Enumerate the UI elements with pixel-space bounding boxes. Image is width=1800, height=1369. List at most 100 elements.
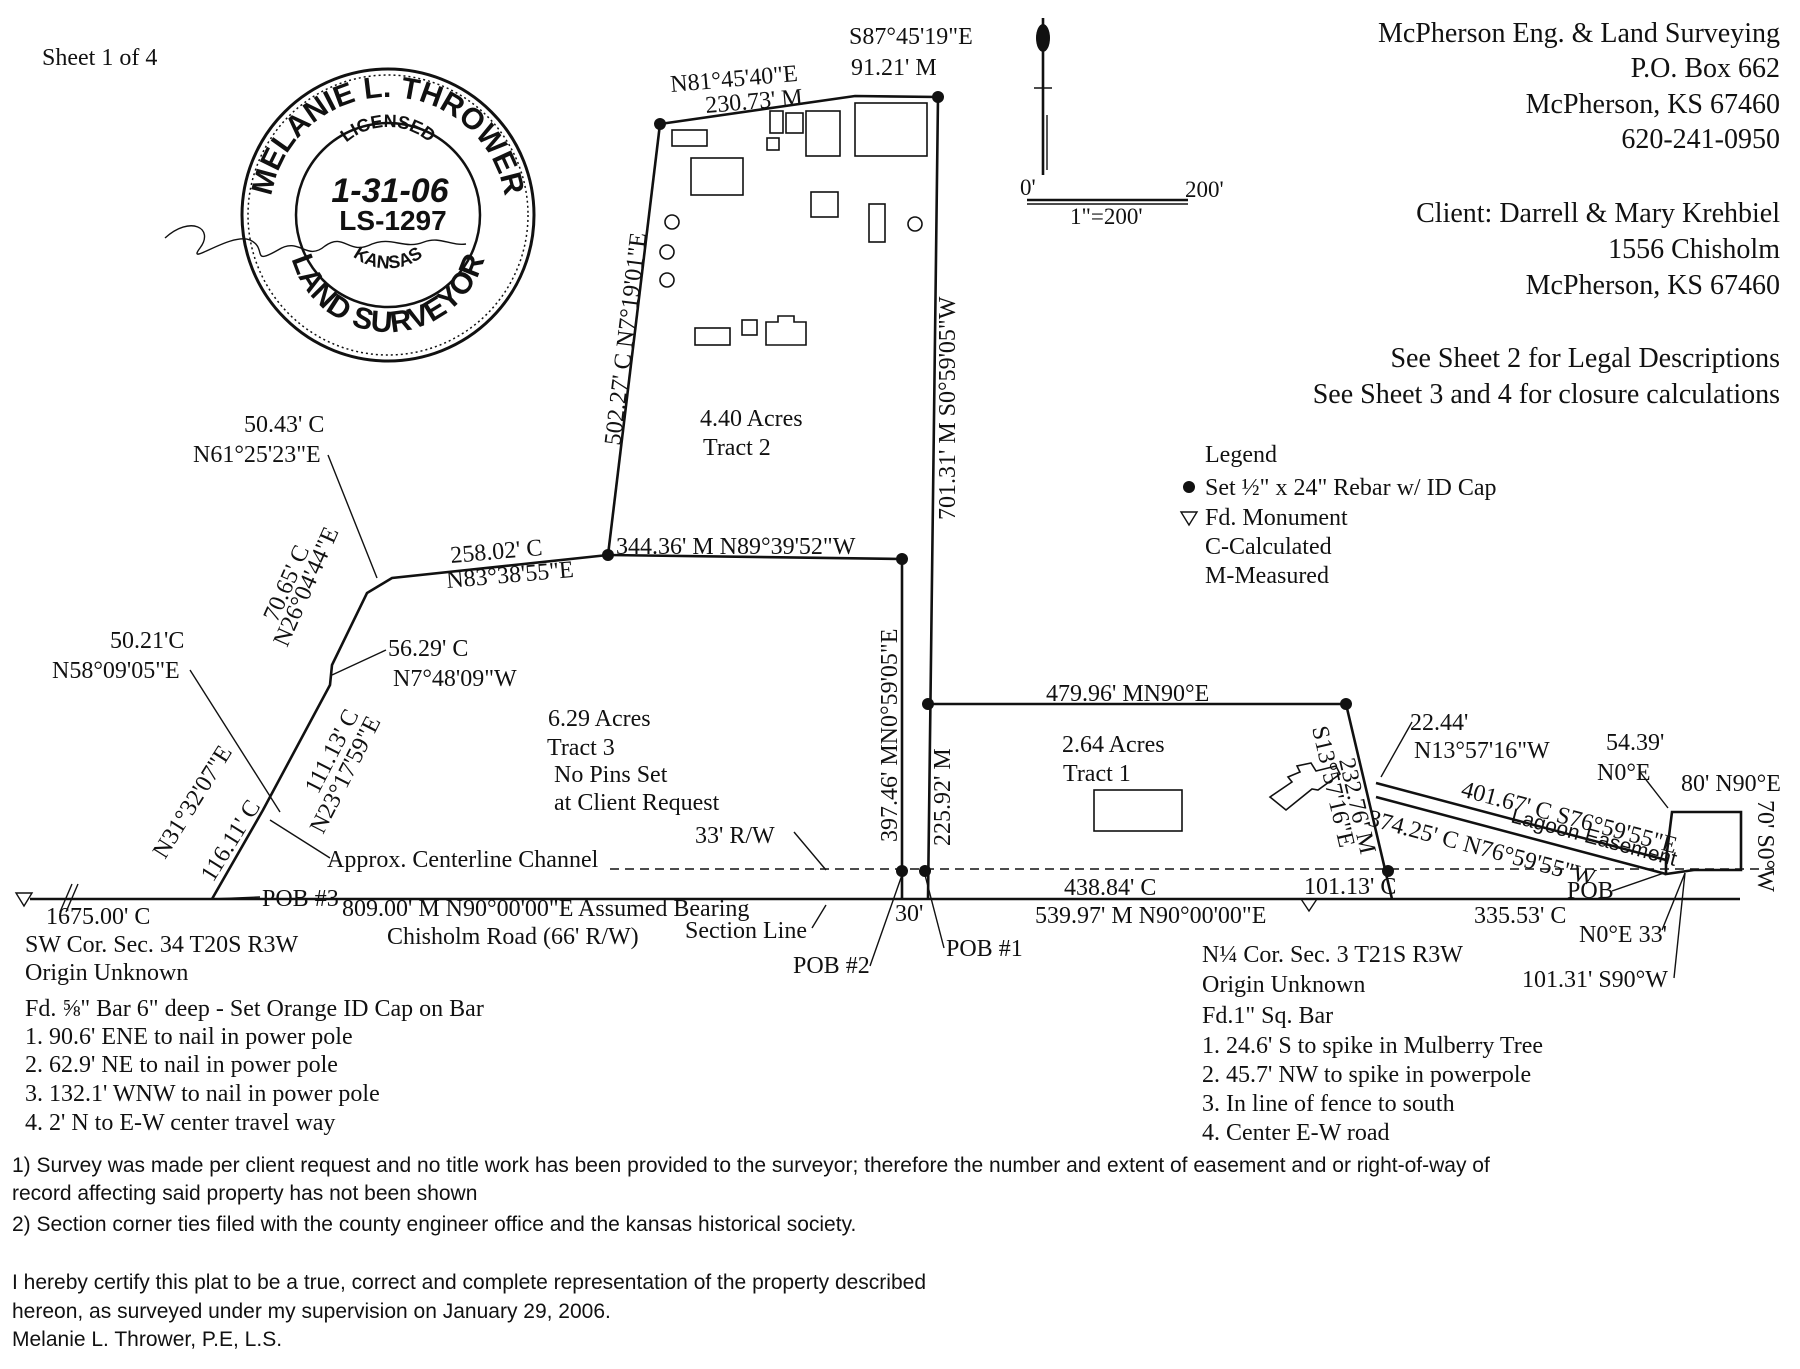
firm-name: McPherson Eng. & Land Surveying [1378, 18, 1780, 49]
legend-calculated: C-Calculated [1205, 534, 1332, 560]
certification-signer: Melanie L. Thrower, P.E, L.S. [12, 1328, 282, 1351]
tract3-note-1: No Pins Set [554, 762, 668, 788]
label-pob: POB [1567, 878, 1614, 904]
label-channel: Approx. Centerline Channel [327, 847, 599, 873]
label-101-13: 101.13' C [1304, 874, 1396, 900]
monument-icon [1299, 898, 1319, 913]
label-n0e-33: N0°E 33' [1579, 922, 1667, 948]
n-corner-tie: 1. 24.6' S to spike in Mulberry Tree [1202, 1033, 1543, 1059]
sw-corner-tie: 1. 90.6' ENE to nail in power pole [25, 1024, 353, 1050]
client-block: Client: Darrell & Mary Krehbiel 1556 Chi… [1416, 198, 1780, 301]
monument-triangle-icon [1179, 511, 1199, 527]
scale-bar: 0' 200' 1"=200' [1020, 175, 1224, 229]
label-tract2-east: 701.31' M S0°59'05"W [935, 296, 961, 520]
label-80: 80' N90°E [1681, 771, 1781, 797]
label-1675: 1675.00' C [46, 904, 150, 930]
rebar-pin-icon [1183, 481, 1195, 493]
client-line-3: McPherson, KS 67460 [1526, 270, 1780, 301]
note-sheet-2: See Sheet 2 for Legal Descriptions [1390, 343, 1780, 374]
firm-city: McPherson, KS 67460 [1526, 89, 1780, 120]
label-54-39-bearing: N0°E [1597, 760, 1651, 786]
certification: I hereby certify this plat to be a true,… [12, 1271, 926, 1351]
sw-corner-origin: Origin Unknown [25, 960, 188, 986]
tract3-name: Tract 3 [547, 735, 615, 761]
label-rw-33: 33' R/W [695, 823, 775, 849]
n-quarter-corner-notes: N¼ Cor. Sec. 3 T21S R3W Origin Unknown F… [1202, 942, 1543, 1146]
n-corner-title: N¼ Cor. Sec. 3 T21S R3W [1202, 942, 1463, 968]
label-479: 479.96' MN90°E [1046, 681, 1209, 707]
sw-corner-tie: 3. 132.1' WNW to nail in power pole [25, 1081, 380, 1107]
sheet-number: Sheet 1 of 4 [42, 45, 157, 71]
label-road: Chisholm Road (66' R/W) [387, 924, 639, 950]
note-sheet-3-4: See Sheet 3 and 4 for closure calculatio… [1313, 379, 1780, 410]
tract2-name: Tract 2 [703, 435, 771, 461]
tract3-note-2: at Client Request [554, 790, 720, 816]
lagoon-easement [1375, 781, 1743, 876]
footnote-line: record affecting said property has not b… [12, 1182, 477, 1205]
n-corner-tie: 3. In line of fence to south [1202, 1091, 1455, 1117]
label-50-43-bearing: N61°25'23"E [193, 442, 321, 468]
n-corner-tie: 4. Center E-W road [1202, 1120, 1390, 1146]
scale-max: 200' [1185, 177, 1224, 202]
firm-phone: 620-241-0950 [1621, 124, 1780, 155]
tract3-acres: 6.29 Acres [548, 706, 651, 732]
sw-corner-tie: 4. 2' N to E-W center travel way [25, 1110, 335, 1136]
footnote-line: 1) Survey was made per client request an… [12, 1154, 1490, 1177]
dimension-labels: S87°45'19"E 91.21' M N81°45'40"E 230.73'… [46, 24, 1781, 993]
label-539: 539.97' M N90°00'00"E [1035, 903, 1266, 929]
sw-corner-title: SW Cor. Sec. 34 T20S R3W [25, 932, 298, 958]
scale-zero: 0' [1020, 175, 1036, 200]
label-70-west: 70' S0°W [1752, 800, 1778, 892]
tract-3-boundary [210, 553, 904, 900]
label-30: 30' [895, 901, 923, 927]
n-corner-found: Fd.1" Sq. Bar [1202, 1003, 1333, 1029]
label-pob-1: POB #1 [946, 936, 1023, 962]
label-50-21: 50.21'C [110, 628, 184, 654]
signature [164, 225, 467, 257]
boundary-pins [602, 91, 1394, 877]
legend-title: Legend [1205, 442, 1277, 468]
sw-corner-tie: 2. 62.9' NE to nail in power pole [25, 1052, 338, 1078]
certification-line: I hereby certify this plat to be a true,… [12, 1271, 926, 1294]
client-line-1: Client: Darrell & Mary Krehbiel [1416, 198, 1780, 229]
legend-measured: M-Measured [1205, 563, 1329, 589]
label-mid-line: 344.36' M N89°39'52"W [616, 534, 856, 560]
legend: Legend Set ½" x 24" Rebar w/ ID Cap Fd. … [1179, 442, 1497, 589]
sw-corner-found: Fd. ⅝" Bar 6" deep - Set Orange ID Cap o… [25, 996, 484, 1022]
label-54-39: 54.39' [1606, 730, 1664, 756]
label-22-44: 22.44' [1410, 710, 1468, 736]
buildings [659, 102, 1342, 832]
client-line-2: 1556 Chisholm [1608, 234, 1780, 265]
seal-license-number: LS-1297 [339, 205, 446, 236]
tract1-name: Tract 1 [1063, 761, 1131, 787]
monument-icon [14, 892, 34, 908]
label-50-21-bearing: N58°09'05"E [52, 658, 180, 684]
label-pob-2: POB #2 [793, 953, 870, 979]
label-101-31: 101.31' S90°W [1522, 967, 1668, 993]
label-tract2-west: 502.27' C N7°19'01"E [600, 231, 652, 447]
legend-monument: Fd. Monument [1205, 505, 1348, 531]
label-top-distance: 91.21' M [851, 55, 937, 81]
north-arrow-icon [1034, 18, 1052, 175]
surveyor-seal: MELANIE L. THROWER LAND SURVEYOR LICENSE… [164, 67, 536, 363]
label-50-43: 50.43' C [244, 412, 324, 438]
label-22-44-bearing: N13°57'16"W [1414, 738, 1550, 764]
footnote-line: 2) Section corner ties filed with the co… [12, 1213, 856, 1236]
certification-line: hereon, as surveyed under my supervision… [12, 1300, 611, 1323]
tract-2-boundary [606, 94, 940, 900]
firm-block: McPherson Eng. & Land Surveying P.O. Box… [1378, 18, 1780, 155]
label-116: 116.11' C [196, 796, 266, 887]
n-corner-origin: Origin Unknown [1202, 972, 1365, 998]
label-56-29-bearing: N7°48'09"W [393, 666, 517, 692]
seal-licensed: LICENSED [337, 111, 440, 146]
label-335: 335.53' C [1474, 903, 1566, 929]
sw-corner-notes: SW Cor. Sec. 34 T20S R3W Origin Unknown … [25, 932, 484, 1136]
label-56-29: 56.29' C [388, 636, 468, 662]
label-section-line: Section Line [685, 918, 807, 944]
footnotes: 1) Survey was made per client request an… [12, 1154, 1490, 1236]
label-397: 397.46' MN0°59'05"E [877, 629, 903, 842]
label-225: 225.92' M [930, 748, 956, 846]
seal-date: 1-31-06 [331, 172, 449, 210]
scale-ratio: 1"=200' [1070, 204, 1143, 229]
